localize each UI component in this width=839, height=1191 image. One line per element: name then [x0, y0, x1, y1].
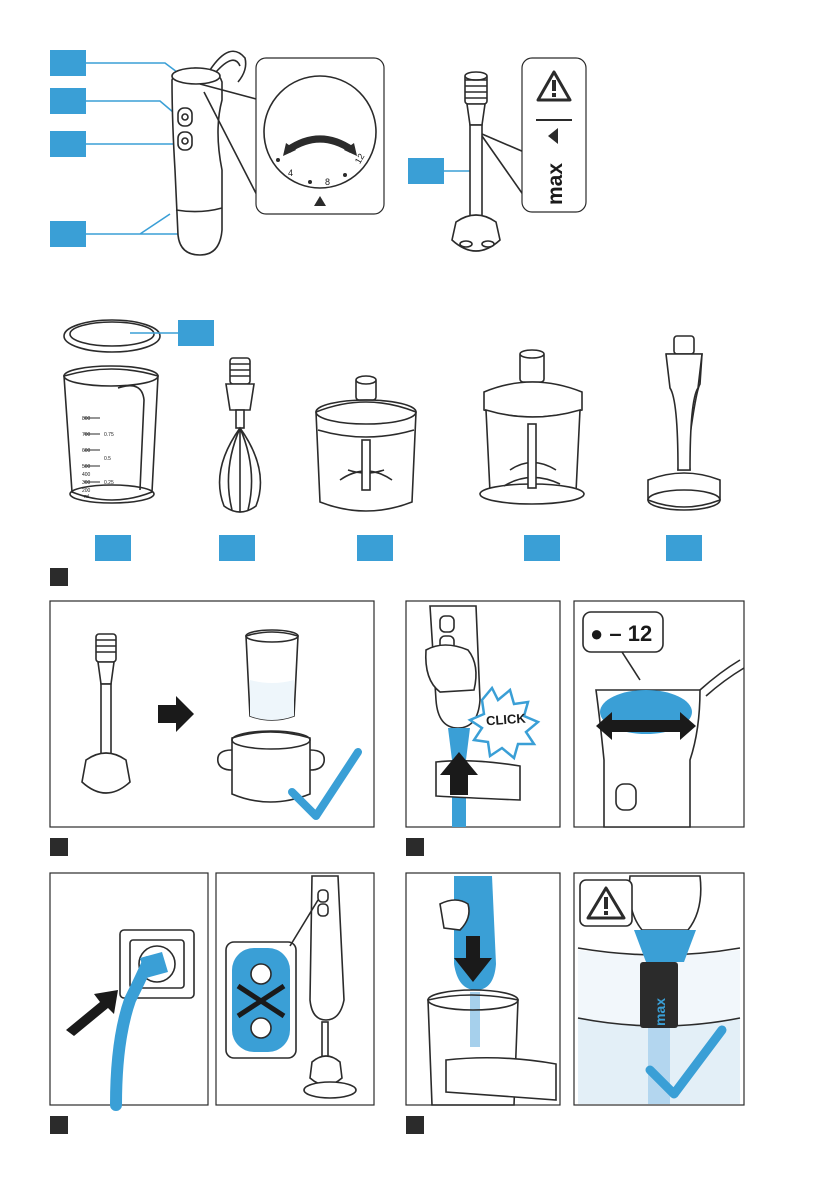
chopper-small: [316, 376, 416, 511]
callout-box-chopper-small: [357, 535, 393, 561]
step-panel-suitable-containers: [50, 601, 374, 856]
svg-text:0.75: 0.75: [104, 432, 114, 438]
beaker-lid: [64, 320, 160, 352]
svg-text:700: 700: [82, 432, 91, 438]
svg-text:400: 400: [82, 472, 91, 478]
step-marker-4: [406, 1116, 424, 1134]
step-panel-buttons: [216, 873, 374, 1105]
callout-box-whisk: [219, 535, 255, 561]
callout-box-beaker: [95, 535, 131, 561]
callout-box-1: [50, 50, 86, 76]
svg-text:500: 500: [82, 464, 91, 470]
callout-box-5: [408, 158, 444, 184]
masher-attachment: [648, 336, 720, 510]
step-panel-immerse: [406, 873, 560, 1134]
svg-text:0.5: 0.5: [104, 456, 111, 462]
svg-text:600: 600: [82, 448, 91, 454]
callout-box-chopper-large: [524, 535, 560, 561]
whisk-attachment: [220, 358, 261, 512]
callout-box-masher: [666, 535, 702, 561]
step-marker-2: [406, 838, 424, 856]
speed-range-label: ● – 12: [590, 621, 652, 646]
svg-text:800: 800: [82, 416, 91, 422]
callout-box-4: [50, 221, 86, 247]
step-panel-plug-in: [50, 873, 208, 1134]
accessories-row: 800 700 600 500 400 300 200 ml 0.75 0.5 …: [50, 320, 720, 586]
chopper-large: [480, 350, 584, 504]
step-panel-select-speed: ● – 12: [574, 601, 744, 827]
callout-box-2: [50, 88, 86, 114]
step-marker-3: [50, 1116, 68, 1134]
click-label: CLICK: [485, 711, 526, 729]
step-marker-overview: [50, 568, 68, 586]
max-label: max: [544, 163, 567, 205]
dial-number-4: 4: [288, 168, 293, 178]
callout-box-3: [50, 131, 86, 157]
blender-shaft-illustration: max: [408, 58, 586, 251]
svg-text:ml: ml: [84, 494, 89, 500]
svg-text:300: 300: [82, 480, 91, 486]
step-marker-1: [50, 838, 68, 856]
shaft-max-label: max: [652, 998, 668, 1026]
dial-number-8: 8: [325, 177, 330, 187]
speed-dial-zoom: 4 8 12: [256, 58, 384, 214]
step-panel-max-depth: max: [574, 873, 744, 1105]
motor-unit-illustration: [50, 50, 262, 255]
callout-box-lid: [178, 320, 214, 346]
step-panel-attach-shaft: CLICK: [406, 601, 560, 856]
